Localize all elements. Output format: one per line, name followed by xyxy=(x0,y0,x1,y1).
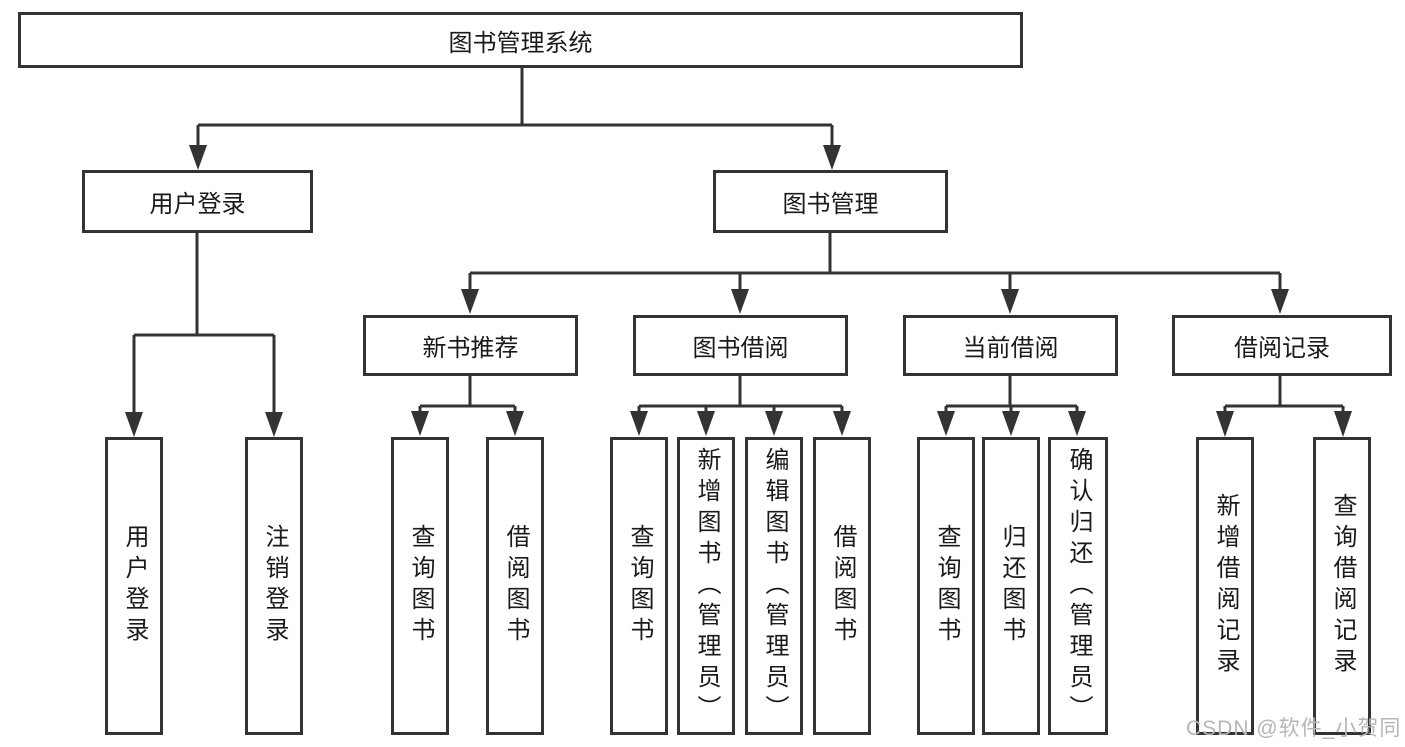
leaf-user-login: 用户登录 xyxy=(105,437,163,735)
connector-root-branch xyxy=(196,68,834,150)
node-current-borrow: 当前借阅 xyxy=(903,315,1118,376)
node-new-book-recommend: 新书推荐 xyxy=(363,315,578,376)
connector-records-branch xyxy=(1223,375,1345,416)
leaf-borrow-query-books: 查询图书 xyxy=(610,437,668,735)
leaf-borrow-borrow-books: 借阅图书 xyxy=(813,437,871,735)
connector-login-arrowheads xyxy=(125,412,283,437)
node-book-management: 图书管理 xyxy=(713,170,948,233)
leaf-recommend-query-books: 查询图书 xyxy=(391,437,449,735)
connector-borrow-branch xyxy=(637,375,844,416)
connector-recommend-branch xyxy=(418,375,517,416)
connector-management-branch xyxy=(468,233,1282,294)
csdn-watermark: CSDN @软件_小贺同学 xyxy=(1186,717,1402,740)
connector-login-branch xyxy=(132,233,276,417)
node-book-borrow: 图书借阅 xyxy=(633,315,848,376)
leaf-borrow-add-books-admin: 新增图书（管理员） xyxy=(677,437,735,735)
connector-current-arrowheads xyxy=(937,411,1086,436)
connector-root-arrowheads xyxy=(189,145,841,170)
leaf-borrow-edit-books-admin: 编辑图书（管理员） xyxy=(745,437,803,735)
node-borrow-records: 借阅记录 xyxy=(1172,315,1392,376)
leaf-records-query-record: 查询借阅记录 xyxy=(1313,437,1371,735)
connector-records-arrowheads xyxy=(1216,411,1352,437)
connector-recommend-arrowheads xyxy=(411,411,524,436)
leaf-records-add-record: 新增借阅记录 xyxy=(1196,437,1254,735)
leaf-logout: 注销登录 xyxy=(245,437,303,735)
leaf-recommend-borrow-books: 借阅图书 xyxy=(486,437,544,735)
leaf-current-query-books: 查询图书 xyxy=(917,437,975,735)
connector-current-branch xyxy=(944,375,1079,416)
leaf-current-confirm-return-admin: 确认归还（管理员） xyxy=(1048,437,1108,735)
node-user-login: 用户登录 xyxy=(82,170,313,233)
connector-management-arrowheads xyxy=(461,289,1289,314)
node-library-system: 图书管理系统 xyxy=(18,12,1023,68)
connector-borrow-arrowheads xyxy=(630,411,851,436)
leaf-current-return-books: 归还图书 xyxy=(982,437,1040,735)
